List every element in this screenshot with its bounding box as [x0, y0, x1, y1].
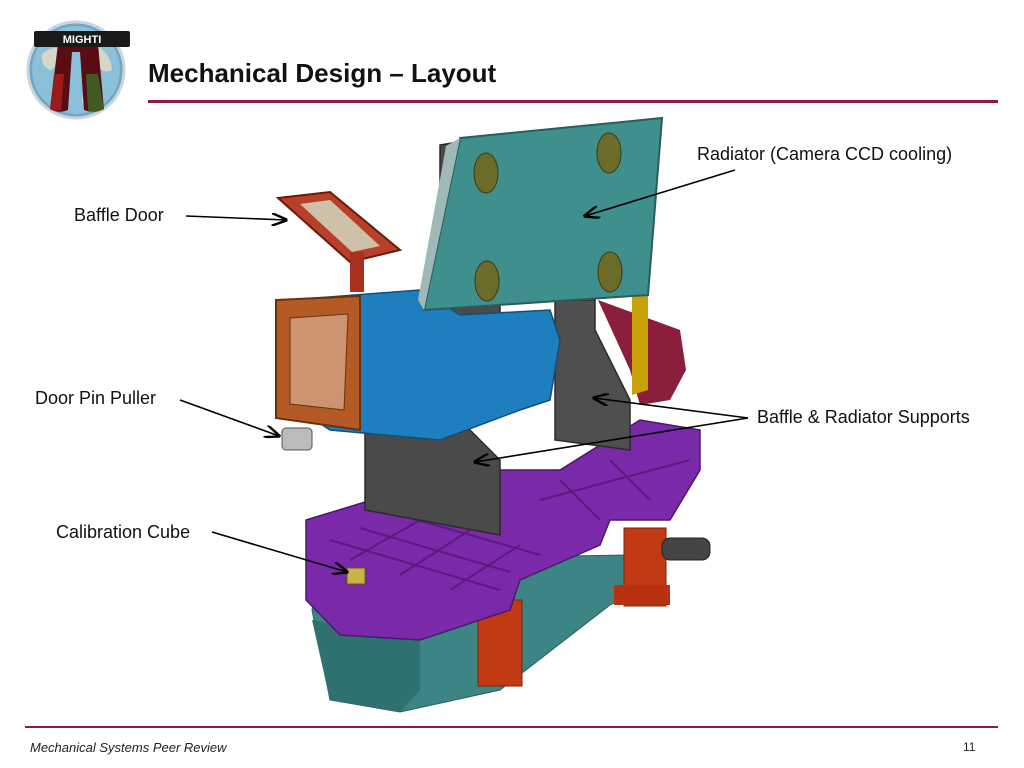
radiator-arrow [585, 169, 736, 216]
footer-divider [25, 726, 998, 728]
page-number: 11 [963, 740, 976, 754]
footer-text: Mechanical Systems Peer Review [30, 740, 227, 755]
radiator-panel-edge [418, 138, 460, 310]
connector [661, 537, 711, 561]
page-title: Mechanical Design – Layout [148, 58, 497, 88]
title-divider [148, 100, 998, 103]
radiator-panel [422, 116, 664, 312]
baffle-door-window [300, 200, 380, 252]
radiator-label: Radiator (Camera CCD cooling) [697, 144, 953, 164]
door-pin-puller-arrow [179, 399, 279, 436]
baffle-aperture [289, 313, 349, 411]
support-pad [614, 585, 670, 605]
calibration-cube-arrow [211, 531, 347, 572]
support-right [554, 299, 631, 451]
radiator-mounts [473, 132, 623, 302]
supports-arrow-lower [475, 417, 749, 462]
calibration-cube [346, 567, 366, 585]
base-frame-ribs [329, 459, 691, 591]
mighti-logo: MIGHTI [26, 20, 130, 120]
base-body-front [312, 620, 420, 712]
base-frame [305, 419, 701, 641]
calibration-cube-label: Calibration Cube [56, 522, 191, 542]
supports-label: Baffle & Radiator Supports [757, 407, 970, 427]
baffle-door-label: Baffle Door [74, 205, 164, 225]
door-pin-puller [281, 427, 313, 451]
door-hinge-arm [350, 252, 364, 292]
supports-arrow-upper [594, 398, 749, 419]
logo-text: MIGHTI [63, 34, 102, 46]
baffle-door-arrow [185, 216, 286, 220]
door-pin-puller-label: Door Pin Puller [35, 388, 157, 408]
